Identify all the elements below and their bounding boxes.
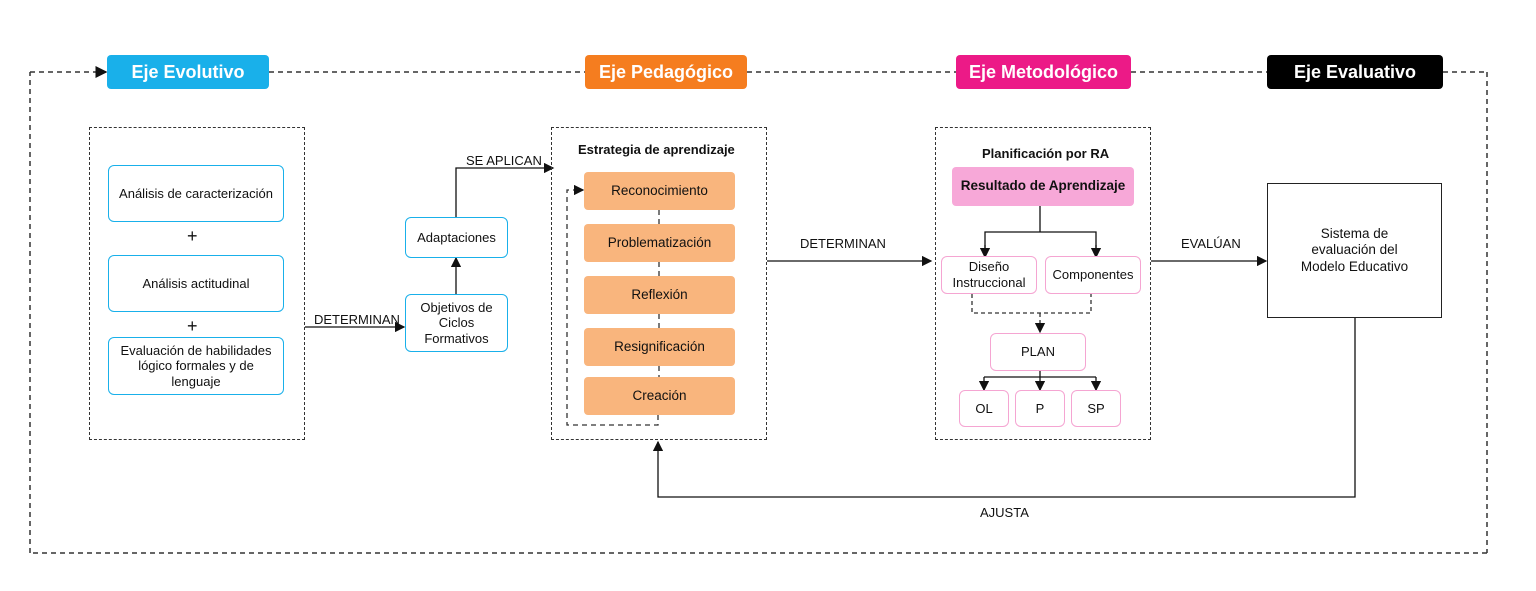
step-problematizacion: Problematización [584, 224, 735, 262]
componentes-box: Componentes [1045, 256, 1141, 294]
sistema-evaluacion-box: Sistema de evaluación del Modelo Educati… [1267, 183, 1442, 318]
diseno-instruccional-box: Diseño Instruccional [941, 256, 1037, 294]
axis-pedagogico: Eje Pedagógico [585, 55, 747, 89]
analisis-caracterizacion-box: Análisis de caracterización [108, 165, 284, 222]
plus-sign-1: + [187, 226, 198, 246]
step-reflexion: Reflexión [584, 276, 735, 314]
objetivos-box: Objetivos de Ciclos Formativos [405, 294, 508, 352]
leaf-p-box: P [1015, 390, 1065, 427]
planning-title: Planificación por RA [982, 146, 1110, 161]
label-determinan-1: DETERMINAN [314, 312, 400, 327]
strategy-title: Estrategia de aprendizaje [578, 142, 735, 157]
evaluacion-habilidades-box: Evaluación de habilidades lógico formale… [108, 337, 284, 395]
leaf-sp-box: SP [1071, 390, 1121, 427]
resultado-aprendizaje-box: Resultado de Aprendizaje [952, 167, 1134, 206]
axis-metodologico: Eje Metodológico [956, 55, 1131, 89]
axis-evolutivo: Eje Evolutivo [107, 55, 269, 89]
evolutivo-frame [89, 127, 305, 440]
planning-frame [935, 127, 1151, 440]
axis-evaluativo: Eje Evaluativo [1267, 55, 1443, 89]
adaptaciones-box: Adaptaciones [405, 217, 508, 258]
label-ajusta: AJUSTA [980, 505, 1029, 520]
label-determinan-2: DETERMINAN [800, 236, 886, 251]
strategy-frame [551, 127, 767, 440]
step-creacion: Creación [584, 377, 735, 415]
plan-box: PLAN [990, 333, 1086, 371]
step-resignificacion: Resignificación [584, 328, 735, 366]
leaf-ol-box: OL [959, 390, 1009, 427]
plus-sign-2: + [187, 316, 198, 336]
analisis-actitudinal-box: Análisis actitudinal [108, 255, 284, 312]
step-reconocimiento: Reconocimiento [584, 172, 735, 210]
ajusta-arrow [652, 318, 1356, 498]
strategy-loop [566, 184, 659, 426]
se-aplican-arrow [455, 162, 555, 217]
outer-loop [29, 66, 1488, 554]
label-se-aplican: SE APLICAN [466, 153, 542, 168]
label-evaluan: EVALÚAN [1181, 236, 1241, 251]
